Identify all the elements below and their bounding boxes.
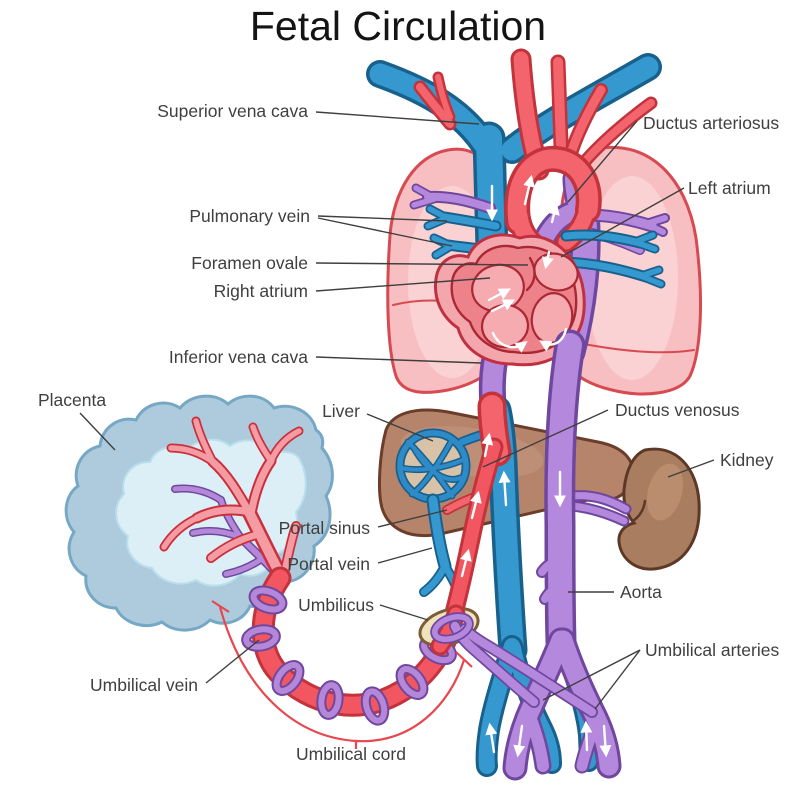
flow-arrow-foramen-2 bbox=[490, 299, 516, 313]
ring-wrap-inner bbox=[431, 614, 473, 642]
label-umbilicus: Umbilicus bbox=[298, 595, 374, 615]
flow-arrow-ivc bbox=[498, 470, 511, 507]
blood-flow-arrows bbox=[460, 174, 612, 758]
leader-right-atrium bbox=[315, 277, 491, 292]
label-umbilical-vein: Umbilical vein bbox=[90, 675, 198, 695]
label-pulmonary-vein: Pulmonary vein bbox=[189, 206, 310, 226]
leader-pulmonary-vein-2 bbox=[317, 217, 453, 247]
renal-vessels bbox=[572, 496, 626, 521]
label-ductus-arteriosus: Ductus arteriosus bbox=[643, 113, 779, 133]
label-aorta: Aorta bbox=[620, 582, 662, 602]
leader-portal-sinus bbox=[377, 509, 448, 528]
label-left-atrium: Left atrium bbox=[688, 178, 771, 198]
leader-foramen-ovale bbox=[315, 262, 529, 266]
flow-arrow-foramen-1 bbox=[487, 288, 511, 302]
kidney-hilum bbox=[631, 499, 647, 523]
leader-lines bbox=[79, 111, 715, 710]
label-placenta: Placenta bbox=[38, 390, 106, 410]
leader-placenta bbox=[79, 412, 116, 451]
flow-arrow-ductus-venosus bbox=[481, 432, 494, 458]
kidney-highlight bbox=[646, 463, 684, 521]
leader-portal-vein bbox=[377, 547, 433, 564]
labels: Fetal Circulation Superior vena cava Duc… bbox=[38, 3, 779, 764]
label-umbilical-cord: Umbilical cord bbox=[296, 744, 406, 764]
flow-arrow-iliac-vein-1 bbox=[485, 722, 498, 754]
label-liver: Liver bbox=[322, 401, 360, 421]
flow-arrow-arch bbox=[523, 174, 535, 206]
leader-liver bbox=[366, 413, 434, 442]
label-right-atrium: Right atrium bbox=[214, 281, 308, 301]
leader-ductus-arteriosus bbox=[567, 120, 638, 203]
cord-artery-wraps bbox=[241, 585, 457, 726]
leader-superior-vena-cava bbox=[315, 111, 480, 125]
flow-arrow-umbilical-vein-2 bbox=[470, 490, 482, 520]
flow-arrow-left-ventricle bbox=[539, 327, 568, 352]
label-ductus-venosus: Ductus venosus bbox=[615, 400, 740, 420]
leader-kidney bbox=[667, 459, 715, 478]
label-superior-vena-cava: Superior vena cava bbox=[157, 101, 308, 121]
leader-umbilical-arteries-2 bbox=[594, 649, 641, 710]
label-kidney: Kidney bbox=[720, 450, 774, 470]
label-portal-sinus: Portal sinus bbox=[279, 518, 371, 538]
label-umbilical-arteries: Umbilical arteries bbox=[645, 640, 779, 660]
placenta-organ bbox=[64, 394, 334, 632]
flow-arrow-left-atrium bbox=[541, 250, 554, 270]
flow-arrow-iliac-artery-1 bbox=[513, 724, 526, 758]
leader-umbilical-vein bbox=[205, 639, 260, 684]
flow-arrow-iliac-artery-2 bbox=[599, 724, 612, 758]
leader-ductus-venosus bbox=[482, 409, 609, 468]
leader-inferior-vena-cava bbox=[315, 356, 482, 364]
kidney-organ bbox=[572, 447, 701, 571]
label-portal-vein: Portal vein bbox=[287, 554, 370, 574]
descending-aorta-vessel bbox=[542, 345, 570, 642]
flow-arrow-iliac-vein-2 bbox=[580, 720, 593, 752]
leader-umbilical-arteries-1 bbox=[542, 649, 641, 701]
label-inferior-vena-cava: Inferior vena cava bbox=[169, 347, 308, 367]
flow-arrow-pulmonary bbox=[548, 202, 560, 224]
leader-left-atrium bbox=[560, 187, 685, 258]
flow-arrow-right-ventricle bbox=[491, 331, 528, 353]
foramen-ovale-flap bbox=[525, 256, 536, 292]
leader-pulmonary-vein-1 bbox=[317, 215, 448, 222]
umbilical-cord-bracket bbox=[211, 600, 473, 749]
flow-arrow-umbilical-vein-1 bbox=[460, 548, 472, 578]
umbilical-arteries-vessel bbox=[430, 612, 592, 712]
label-foramen-ovale: Foramen ovale bbox=[191, 253, 308, 273]
page-title: Fetal Circulation bbox=[250, 3, 546, 49]
leader-umbilicus bbox=[379, 604, 429, 621]
